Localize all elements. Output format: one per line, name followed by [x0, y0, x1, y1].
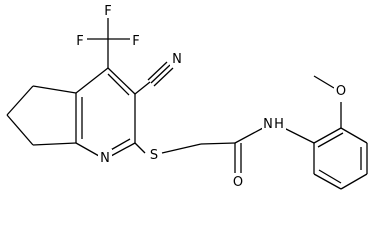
bond-nh-ar: [283, 127, 315, 144]
atom-carbonyl-o-bg: [230, 173, 245, 189]
bond-ar-c2-c3: [340, 127, 368, 144]
atom-methoxy-o: O: [336, 84, 346, 99]
bonds: [6, 13, 368, 190]
bond-co-nh: [234, 127, 264, 144]
atom-f-left-bg: [74, 32, 87, 48]
bond-ring-c4a-c4: [75, 67, 109, 94]
atom-pyridine-n: N: [100, 151, 110, 166]
bond-cp-c7-c7a: [32, 142, 77, 146]
bond-cn-triple-2: [150, 64, 171, 84]
bond-ar-c1-c2: [313, 127, 342, 144]
atom-amide-n-bg: [262, 115, 286, 131]
atom-f-right-bg: [130, 32, 143, 48]
bond-c2-s: [134, 142, 146, 154]
structure-canvas: F F F N N S O N H O: [6, 2, 368, 190]
bond-o-ch3: [313, 75, 335, 89]
atom-sulfur: S: [150, 148, 158, 163]
bond-cp-c6-c7: [6, 114, 34, 146]
atom-nitrile-n-bg: [170, 50, 184, 66]
bond-ring-n1-c7a: [75, 142, 100, 157]
bond-ring-c4-c3: [107, 67, 136, 95]
bond-ar-c1-c2-inner: [317, 132, 344, 148]
bond-cn-triple-3: [153, 67, 174, 87]
bond-ring-c4-c3-inner: [107, 73, 130, 96]
atom-f-right: F: [132, 34, 139, 49]
bond-cp-c5-c6: [6, 85, 34, 116]
atom-carbonyl-o: O: [233, 175, 243, 190]
atom-methoxy-o-bg: [334, 82, 349, 98]
atom-sulfur-bg: [147, 146, 161, 162]
bond-cn-triple-1: [147, 61, 168, 81]
atom-labels: F F F N N S O N H O: [74, 2, 349, 190]
atom-pyridine-n-bg: [98, 149, 112, 165]
bond-cp-c4a-c5: [32, 85, 77, 94]
atom-nitrile-n: N: [172, 52, 182, 67]
bond-ring-c2-n1: [110, 142, 136, 157]
atom-f-top-bg: [102, 2, 115, 18]
bond-ar-c5-c6: [313, 173, 342, 190]
atom-f-left: F: [76, 34, 83, 49]
bond-ar-c4-c5: [340, 173, 368, 190]
atom-amide-h: H: [274, 117, 284, 132]
bond-ch2-co: [200, 142, 236, 145]
atom-f-top: F: [104, 4, 111, 19]
bond-ring-c2-n1-inner: [108, 138, 131, 152]
bond-c3-cn: [134, 81, 151, 95]
bond-ar-c5-c6-inner: [318, 169, 342, 184]
bond-s-ch2: [161, 143, 202, 154]
atom-amide-n: N: [263, 117, 273, 132]
